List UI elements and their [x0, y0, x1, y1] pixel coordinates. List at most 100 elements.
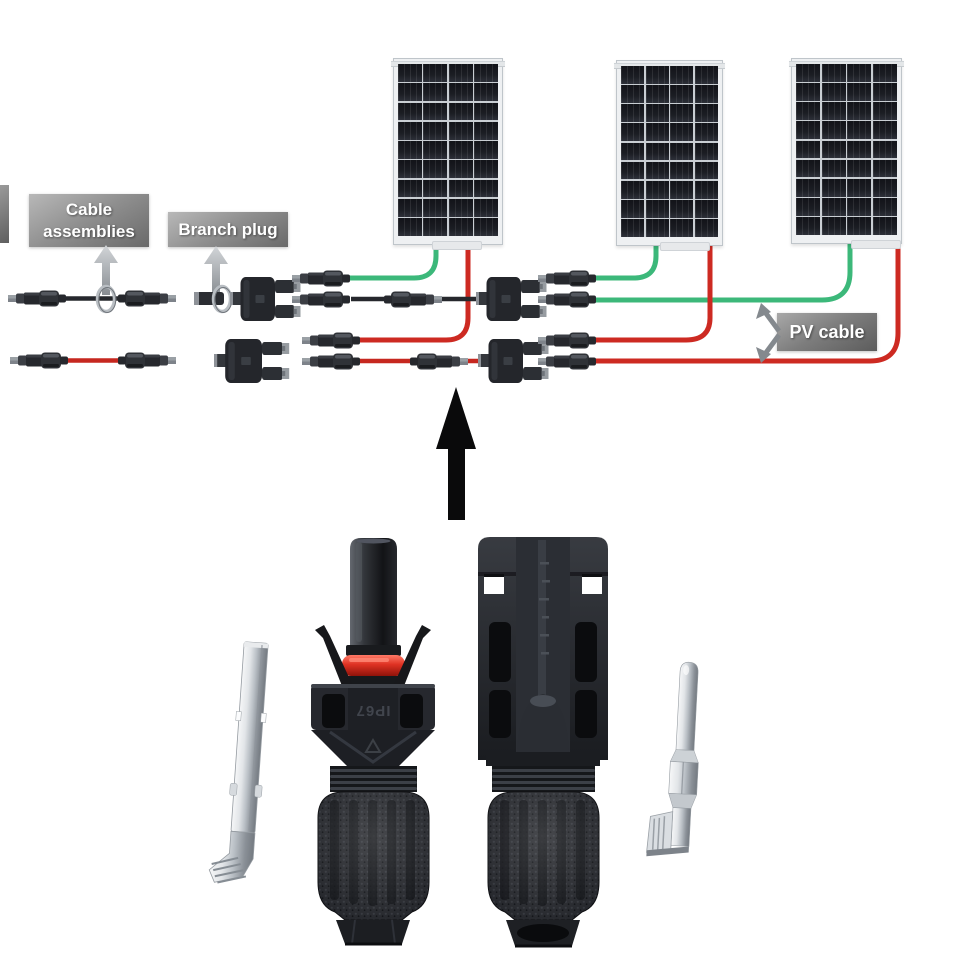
solar-cell [398, 64, 422, 82]
solar-cell [872, 64, 897, 82]
solar-cell [872, 102, 897, 120]
solar-cells [796, 64, 897, 235]
solar-cell [398, 198, 422, 217]
solar-cell [821, 121, 846, 140]
positive-cables [356, 234, 901, 364]
branch-plug-connector [478, 339, 549, 383]
solar-cell [821, 102, 846, 120]
solar-cell [645, 104, 669, 122]
solar-cell [694, 66, 718, 84]
solar-cell [621, 161, 645, 180]
solar-cell [448, 83, 473, 102]
solar-cell [645, 161, 669, 180]
stub-tip [194, 292, 199, 305]
mc4-connector-pair [292, 271, 350, 308]
solar-cell [474, 218, 498, 236]
solar-cell [821, 140, 846, 159]
solar-cell [448, 141, 473, 159]
solar-cell [474, 83, 498, 102]
solar-cell [694, 219, 718, 237]
solar-cell [448, 218, 473, 236]
hook-slot [484, 577, 504, 594]
mc4-connector-pair [302, 333, 360, 370]
solar-cell [398, 179, 422, 198]
solar-cell [821, 64, 846, 82]
solar-cell [872, 198, 897, 216]
branch-plug-connector [230, 277, 301, 321]
solar-cell [796, 178, 821, 197]
solar-cell [448, 198, 473, 217]
branch-inlet-stub [194, 292, 224, 305]
panel1-red-cable [356, 234, 471, 343]
solar-cell [448, 121, 473, 140]
solar-cell [872, 140, 897, 159]
solar-cell [694, 200, 718, 218]
cable-entry-hole [517, 924, 569, 942]
junction-box [432, 241, 482, 250]
solar-cell [796, 159, 821, 178]
solar-cell [621, 180, 645, 199]
solar-cell [872, 83, 897, 101]
solar-cell [621, 219, 645, 237]
pv-cable-label: PV cable [777, 313, 877, 351]
solar-cell [398, 102, 422, 121]
solar-cell [847, 178, 872, 197]
solar-cell [670, 219, 694, 237]
solar-cell [474, 198, 498, 217]
label-box-fragment [0, 185, 9, 243]
solar-cell [448, 160, 473, 179]
solar-cell [670, 85, 694, 103]
solar-cell [621, 123, 645, 142]
solar-cell [670, 161, 694, 180]
solar-cell [670, 142, 694, 161]
solar-cell [694, 161, 718, 180]
panel1-green-cable [346, 234, 439, 281]
solar-cell [847, 102, 872, 120]
solar-cell [448, 64, 473, 82]
solar-cell [398, 218, 422, 236]
solar-cell [398, 160, 422, 179]
solar-cell [821, 178, 846, 197]
solar-cell [645, 219, 669, 237]
solar-cell [872, 159, 897, 178]
solar-cell [694, 104, 718, 122]
solar-cell [423, 141, 448, 159]
panel3-red-cable [594, 234, 901, 364]
mc4-connector [384, 291, 442, 308]
solar-cell [398, 141, 422, 159]
solar-cell [423, 83, 448, 102]
solar-panel-2 [614, 60, 725, 251]
embossed-marking-dashes [539, 562, 550, 655]
certification-logo-icon [364, 738, 382, 753]
hook-slot [582, 577, 602, 594]
solar-cells [621, 66, 718, 237]
solar-cell [796, 102, 821, 120]
junction-box [851, 240, 901, 249]
solar-cell [694, 85, 718, 103]
solar-cell [796, 121, 821, 140]
solar-cell [621, 85, 645, 103]
branch-plug-connector [214, 339, 290, 383]
solar-cell [474, 160, 498, 179]
solar-cell [670, 104, 694, 122]
solar-cell [847, 159, 872, 178]
solar-cell [621, 142, 645, 161]
solar-cell [872, 178, 897, 197]
solar-cell [872, 217, 897, 235]
solar-cell [645, 123, 669, 142]
branch-plug-label: Branch plug [168, 212, 288, 247]
pv-cable-text: PV cable [789, 321, 865, 342]
solar-cell [621, 66, 645, 84]
solar-cells [398, 64, 498, 236]
solar-cell [474, 179, 498, 198]
solar-cell [670, 66, 694, 84]
solar-cell [796, 217, 821, 235]
solar-cell [474, 102, 498, 121]
solar-panel-3 [789, 58, 904, 249]
solar-cell [796, 198, 821, 216]
solar-cell [670, 123, 694, 142]
solar-cell [847, 140, 872, 159]
ip67-marking: IP67 [356, 702, 391, 719]
solar-cell [847, 83, 872, 101]
